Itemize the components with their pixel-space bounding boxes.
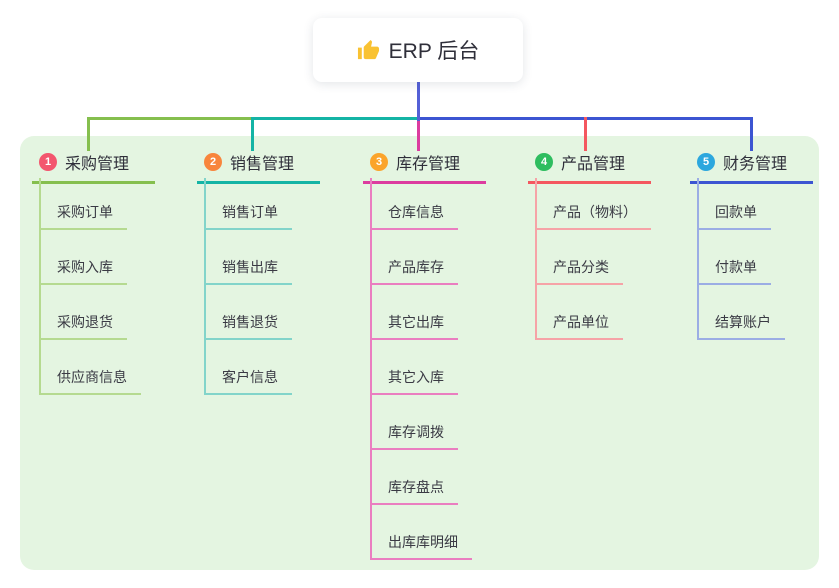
branch-trunk-line — [370, 178, 372, 560]
child-node[interactable]: 付款单 — [698, 256, 771, 285]
branch-trunk-line — [204, 178, 206, 395]
connector-bus-segment — [252, 117, 418, 120]
root-node[interactable]: ERP 后台 — [313, 18, 523, 82]
connector-drop — [584, 117, 587, 151]
connector-drop — [750, 117, 753, 151]
child-node[interactable]: 产品（物料） — [536, 201, 651, 230]
branch-number-badge: 2 — [204, 153, 222, 171]
branch-header[interactable]: 3 库存管理 — [363, 149, 487, 184]
branches-panel — [20, 136, 819, 570]
branch-header[interactable]: 5 财务管理 — [690, 149, 814, 184]
child-node[interactable]: 销售出库 — [205, 256, 292, 285]
child-node[interactable]: 库存盘点 — [371, 476, 458, 505]
branch-header[interactable]: 2 销售管理 — [197, 149, 321, 184]
branch-header[interactable]: 4 产品管理 — [528, 149, 652, 184]
child-node[interactable]: 采购退货 — [40, 311, 127, 340]
connector-bus-segment — [88, 117, 252, 120]
child-node[interactable]: 销售订单 — [205, 201, 292, 230]
child-node[interactable]: 销售退货 — [205, 311, 292, 340]
child-node[interactable]: 供应商信息 — [40, 366, 141, 395]
branch-label: 财务管理 — [723, 156, 788, 173]
connector-drop — [417, 117, 420, 151]
connector-drop — [87, 117, 90, 151]
connector-drop — [251, 117, 254, 151]
child-node[interactable]: 采购入库 — [40, 256, 127, 285]
branch-header[interactable]: 1 采购管理 — [32, 149, 156, 184]
branch-trunk-line — [39, 178, 41, 395]
thumbs-up-icon — [357, 39, 379, 59]
child-node[interactable]: 库存调拨 — [371, 421, 458, 450]
branch-trunk-line — [697, 178, 699, 340]
child-node[interactable]: 产品库存 — [371, 256, 458, 285]
child-node[interactable]: 采购订单 — [40, 201, 127, 230]
child-node[interactable]: 结算账户 — [698, 311, 785, 340]
branch-label: 库存管理 — [396, 156, 461, 173]
branch-label: 产品管理 — [561, 156, 626, 173]
child-node[interactable]: 仓库信息 — [371, 201, 458, 230]
child-node[interactable]: 产品单位 — [536, 311, 623, 340]
child-node[interactable]: 回款单 — [698, 201, 771, 230]
child-node[interactable]: 其它入库 — [371, 366, 458, 395]
branch-label: 销售管理 — [230, 156, 295, 173]
branch-label: 采购管理 — [65, 156, 130, 173]
branch-number-badge: 5 — [697, 153, 715, 171]
branch-trunk-line — [535, 178, 537, 340]
child-node[interactable]: 客户信息 — [205, 366, 292, 395]
branch-number-badge: 3 — [370, 153, 388, 171]
branch-number-badge: 1 — [39, 153, 57, 171]
root-stem-line — [417, 82, 420, 121]
child-node[interactable]: 出库库明细 — [371, 531, 472, 560]
root-title: ERP 后台 — [388, 40, 480, 63]
branch-number-badge: 4 — [535, 153, 553, 171]
child-node[interactable]: 其它出库 — [371, 311, 458, 340]
child-node[interactable]: 产品分类 — [536, 256, 623, 285]
